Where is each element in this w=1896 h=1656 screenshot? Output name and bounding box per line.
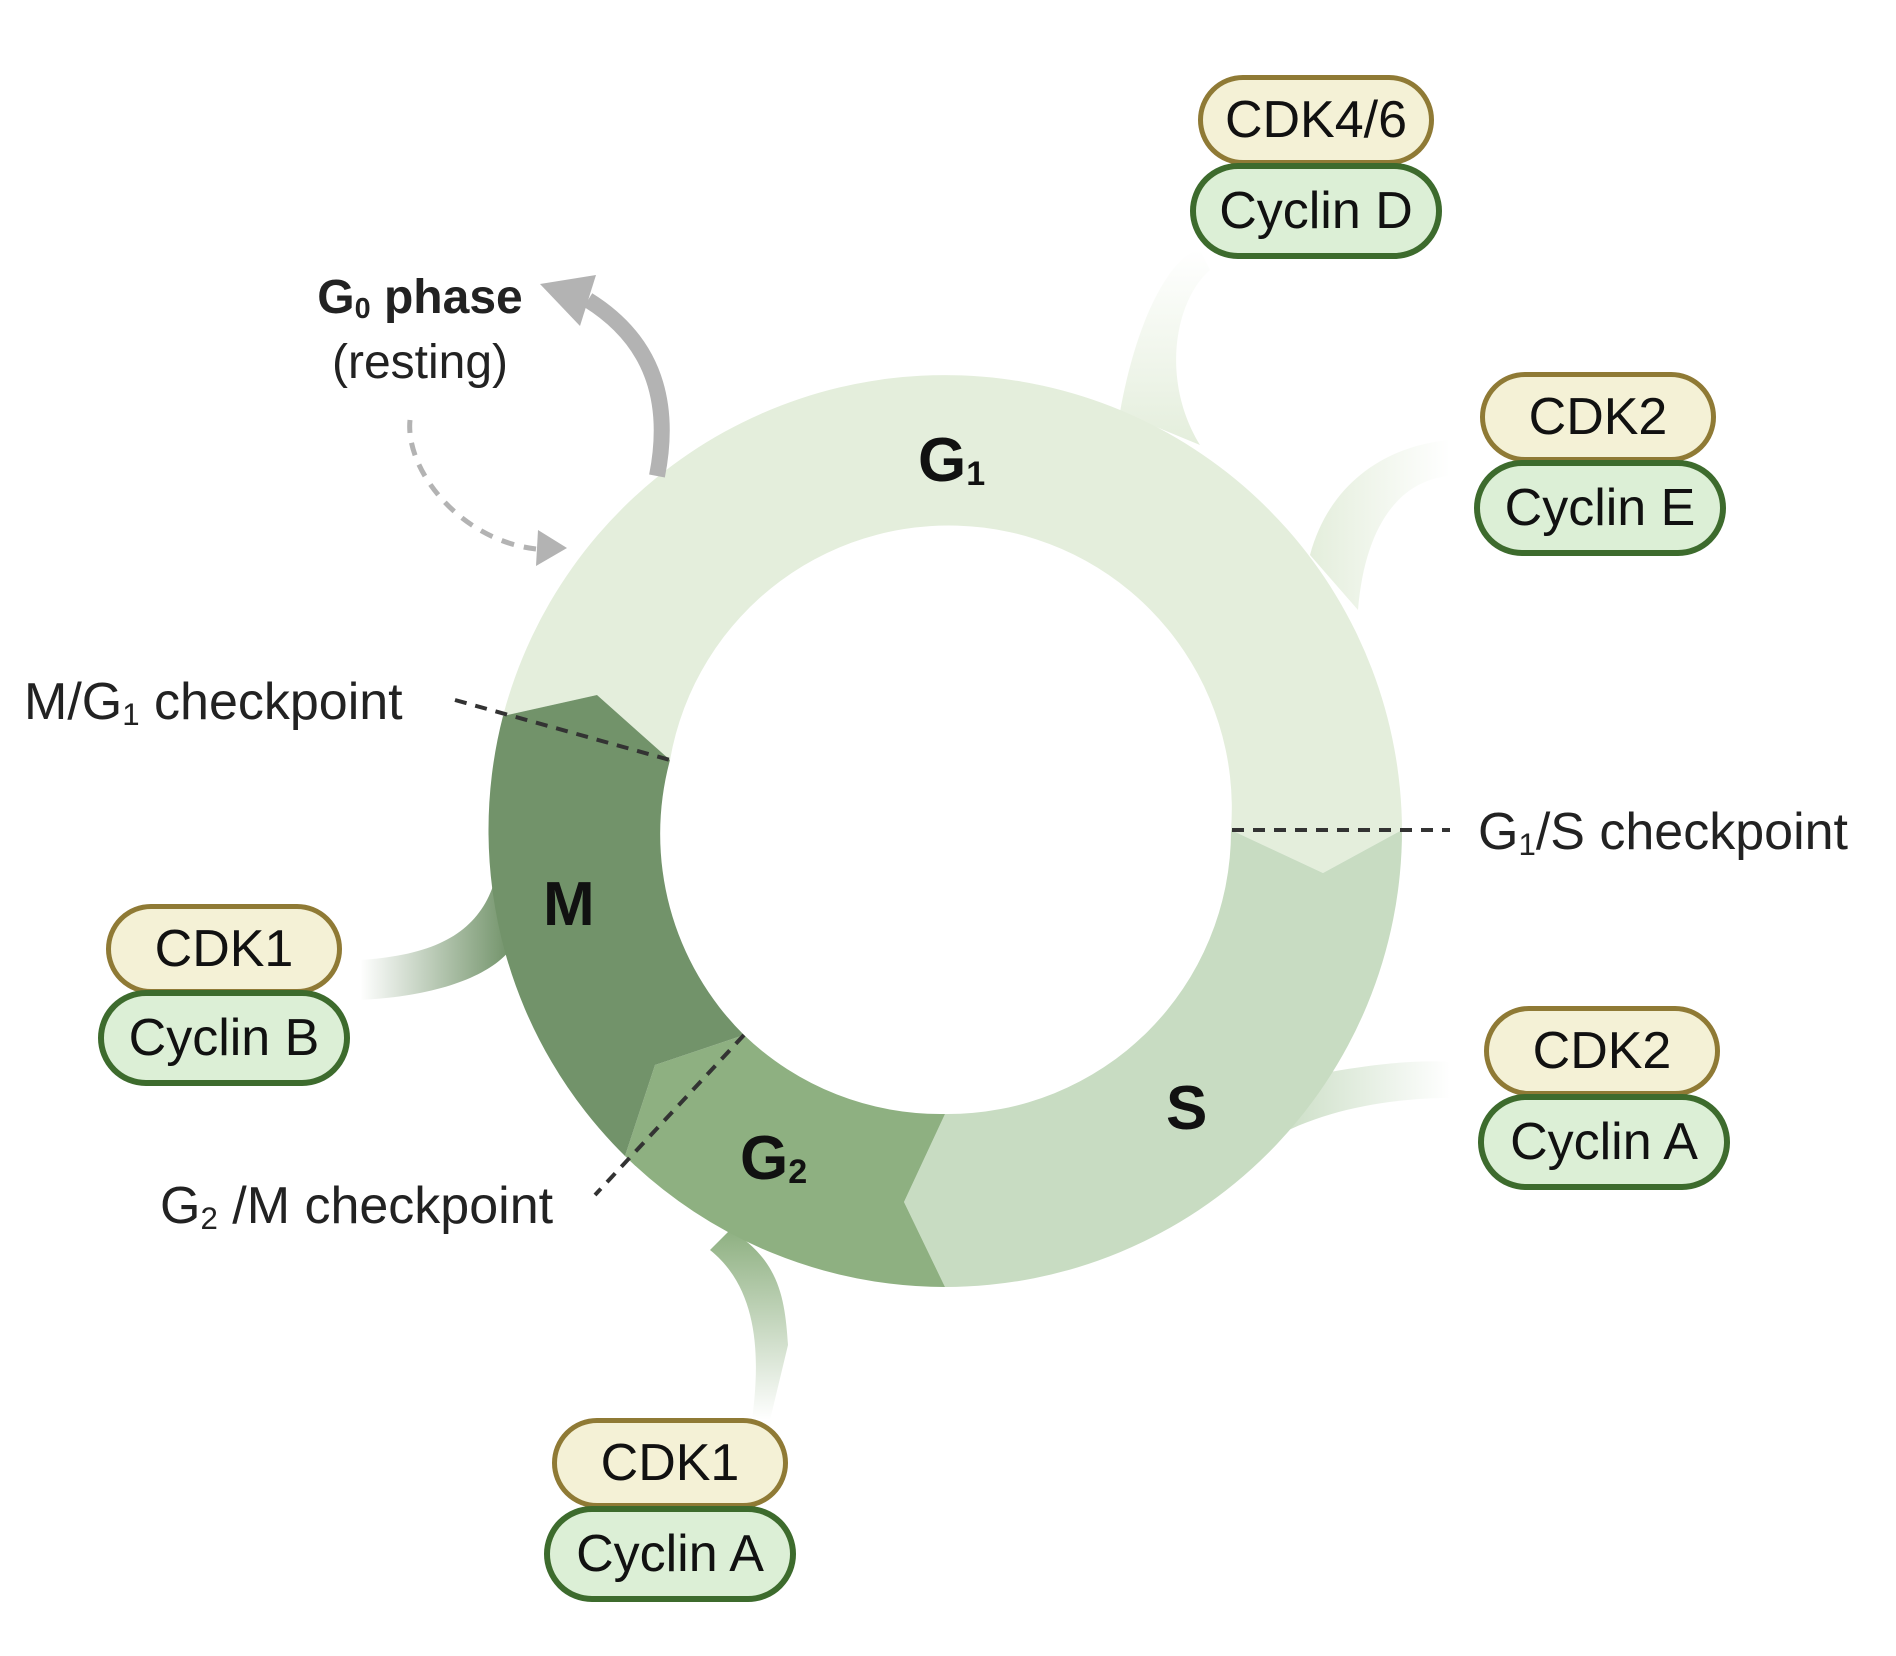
cyclin-d-pill: Cyclin D: [1190, 163, 1442, 259]
m-g1-checkpoint-label: M/G1 checkpoint: [24, 673, 403, 732]
g0-exit-arrow: [583, 293, 670, 478]
phase-g2-sector: [625, 1035, 945, 1287]
phase-s-label: S: [1166, 1074, 1208, 1143]
connector-g2-cyclina: [710, 1230, 788, 1420]
connector-g1-cyclind: [1120, 250, 1210, 445]
g0-phase-title: G0 phase: [317, 271, 523, 326]
g0-phase-label: G0 phase (resting): [300, 266, 540, 396]
connector-s-cyclina: [1270, 1061, 1450, 1140]
cyclin-a-pill-s: Cyclin A: [1478, 1094, 1730, 1190]
connector-m-cyclinb: [360, 880, 510, 1000]
phase-m-label: M: [543, 870, 595, 939]
g0-return-arrowhead: [536, 530, 567, 566]
cyclin-e-pill: Cyclin E: [1474, 460, 1726, 556]
connector-g1-cycline: [1310, 440, 1450, 610]
g0-return-arrow: [407, 419, 537, 552]
cyclin-a-pill-g2: Cyclin A: [544, 1506, 796, 1602]
cdk1-pill-m: CDK1: [106, 904, 342, 994]
g1-s-checkpoint-label: G1/S checkpoint: [1478, 803, 1848, 862]
cdk2-pill-s: CDK2: [1484, 1006, 1720, 1096]
g2-m-checkpoint-label: G2 /M checkpoint: [160, 1177, 554, 1236]
g0-exit-arrowhead: [540, 275, 596, 326]
m-g1-checkpoint-line: [454, 698, 671, 762]
phase-g1-label: G1: [918, 426, 986, 495]
g2-m-checkpoint-line: [593, 1033, 746, 1197]
cyclin-b-pill: Cyclin B: [98, 990, 350, 1086]
phase-s-sector: [904, 830, 1402, 1287]
cdk2-pill-g1: CDK2: [1480, 372, 1716, 462]
g0-phase-note: (resting): [331, 335, 509, 389]
phase-m-sector: [488, 695, 744, 1156]
phase-g1-sector: [503, 375, 1402, 873]
phase-g2-label: G2: [740, 1124, 808, 1193]
cdk46-pill: CDK4/6: [1198, 75, 1434, 165]
cdk1-pill-g2: CDK1: [552, 1418, 788, 1508]
